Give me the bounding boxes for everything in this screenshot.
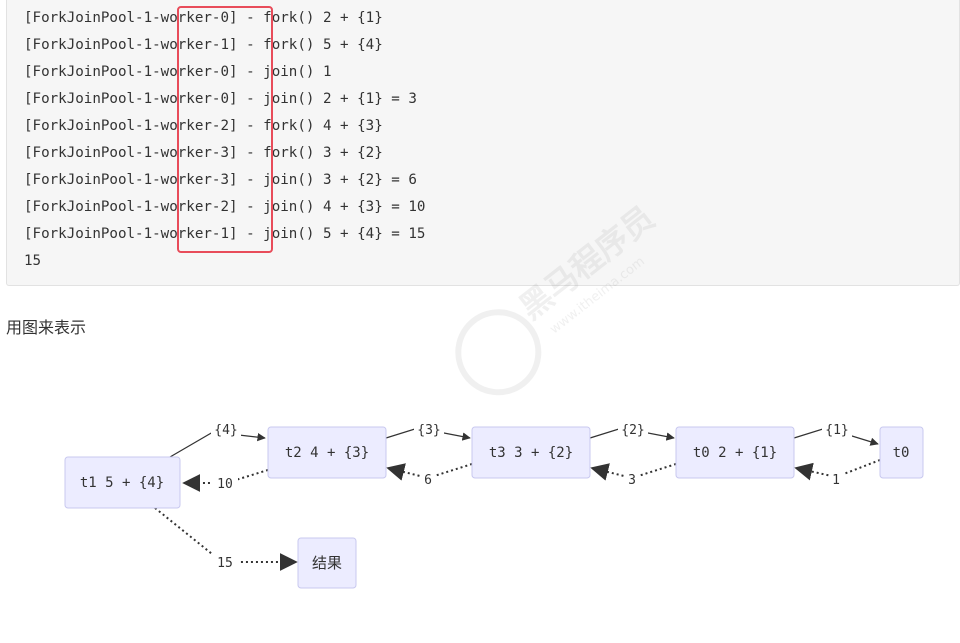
node-t0a: t0 2 + {1}	[675, 426, 795, 479]
code-line: 15	[24, 253, 42, 269]
watermark-seal-icon	[455, 309, 542, 396]
node-result: 结果	[297, 537, 357, 589]
code-line: [ForkJoinPool-1-worker-0] - join() 1	[24, 64, 332, 80]
node-t2-label: t2 4 + {3}	[285, 445, 369, 461]
node-t0a-label: t0 2 + {1}	[693, 445, 777, 461]
worker-highlight-box	[177, 6, 273, 253]
edge-label-t0b-t0a: 1	[832, 473, 840, 488]
code-line: [ForkJoinPool-1-worker-1] - fork() 5 + {…	[24, 37, 383, 53]
edge-label-t1-result: 15	[217, 556, 233, 571]
node-t0b-label: t0	[893, 445, 910, 461]
edge-t0b-t0a	[794, 459, 881, 481]
code-line: [ForkJoinPool-1-worker-3] - fork() 3 + {…	[24, 145, 383, 161]
code-line: [ForkJoinPool-1-worker-3] - join() 3 + {…	[24, 172, 417, 188]
code-output-block: [ForkJoinPool-1-worker-0] - fork() 2 + {…	[6, 0, 960, 286]
edge-label-t3-t0a: {2}	[621, 423, 644, 438]
node-t3-label: t3 3 + {2}	[489, 445, 573, 461]
node-t3: t3 3 + {2}	[471, 426, 591, 479]
edge-label-t0a-t3: 3	[628, 473, 636, 488]
edge-label-t2-t1: 10	[217, 477, 233, 492]
code-line: [ForkJoinPool-1-worker-2] - fork() 4 + {…	[24, 118, 383, 134]
code-line: [ForkJoinPool-1-worker-2] - join() 4 + {…	[24, 199, 426, 215]
edge-label-t2-t3: {3}	[417, 423, 440, 438]
code-line: [ForkJoinPool-1-worker-1] - join() 5 + {…	[24, 226, 426, 242]
edge-t2-t1	[182, 469, 269, 492]
edge-label-t1-t2: {4}	[214, 423, 237, 438]
node-result-label: 结果	[312, 554, 342, 572]
node-t1: t1 5 + {4}	[64, 456, 181, 509]
fork-join-diagram: {4} {3} {2} {1} 1 3 6 10 15 t1 5 + {4} t…	[64, 421, 924, 589]
node-t0b: t0	[879, 426, 924, 479]
diagram-caption: 用图来表示	[6, 318, 87, 337]
edge-t1-result	[154, 507, 298, 571]
node-t2: t2 4 + {3}	[267, 426, 387, 479]
node-t1-label: t1 5 + {4}	[80, 475, 164, 491]
code-line: [ForkJoinPool-1-worker-0] - fork() 2 + {…	[24, 10, 383, 26]
edge-label-t0a-t0b: {1}	[825, 423, 848, 438]
edge-label-t3-t2: 6	[424, 473, 432, 488]
code-line: [ForkJoinPool-1-worker-0] - join() 2 + {…	[24, 91, 417, 107]
